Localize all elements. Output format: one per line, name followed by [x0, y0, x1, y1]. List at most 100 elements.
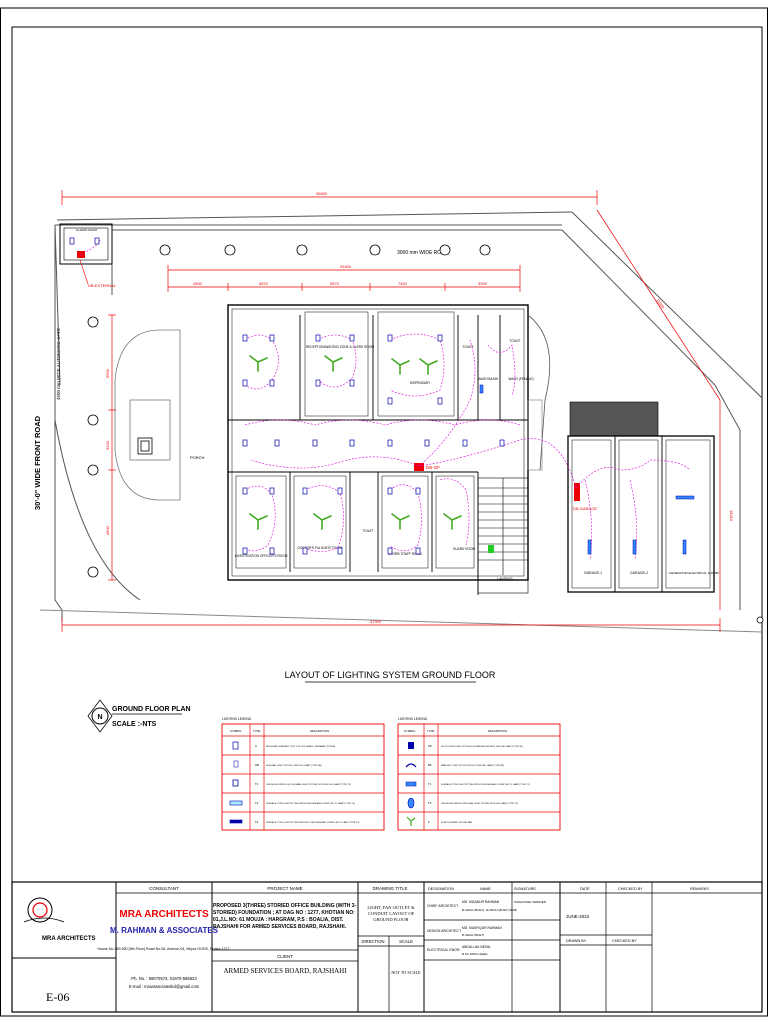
panel-light-icon — [232, 741, 239, 750]
plan-title: GROUND FLOOR PLAN — [112, 706, 191, 713]
legend-right-h-symbol: SYMBOL — [404, 729, 416, 733]
dim-seg-5: 3300 — [478, 281, 488, 286]
legend-right-h-desc: DESCRIPTION — [488, 729, 507, 733]
title-block — [11, 881, 763, 1013]
design-arch-name: MD. MUSFIQUR RAHMAN — [462, 926, 502, 930]
sheet-number: E-06 — [46, 990, 69, 1004]
dim-right-vertical: 18410 — [729, 510, 734, 522]
garage-canopy — [569, 401, 659, 437]
firm-name: MRA ARCHITECTS — [119, 909, 209, 920]
drawing-title: LIGHT, FAN OUTLET & CONDUIT LAYOUT OF GR… — [367, 905, 415, 922]
legend-left-h-type: TYPE — [253, 729, 260, 733]
plan-scale: SCALE :-NTS — [112, 721, 157, 728]
logo-text: MRA ARCHITECTS — [42, 936, 96, 942]
porch-drive — [114, 329, 181, 501]
legend-right-type-4: F — [428, 820, 430, 824]
gate-label: 4500 mm WIDE AUTOMATIC GATE — [56, 328, 61, 400]
legend-right-type-3: T5 — [428, 801, 432, 805]
legend-left-type-4: T4 — [255, 820, 259, 824]
legend-right: LIGHTING LEGEND SYMBOL TYPE DESCRIPTION … — [397, 717, 561, 831]
legend-right-desc-1: BRACKET LIGHT FITTING WITH 1X18W LED LAM… — [441, 764, 504, 767]
project-name: PROPOSED 3(THREE) STORIED OFFICE BUILDIN… — [213, 903, 357, 930]
chief-arch-name: MD. MIZANUR RAHMAN — [462, 900, 500, 904]
legend-right-type-1: BK — [428, 763, 432, 767]
scale-value: NOT TO SCALE — [391, 970, 421, 975]
light-fixtures — [69, 237, 505, 555]
bracket-light-icon — [405, 763, 417, 768]
porch-label: PORCH — [190, 455, 205, 460]
remarks-label: REMARKS — [690, 887, 709, 891]
outer-border — [0, 7, 768, 1017]
road-left-label: 30'-0" WIDE FRONT ROAD — [33, 415, 42, 510]
room-reception: RECEPTION/WAITING ZONE & CLERK ROOM — [306, 345, 374, 349]
room-store: STORE/ STAFF ROOM — [388, 552, 422, 556]
signature-label: SIGNATURE — [514, 887, 536, 891]
room-investigation: INVESTIGATION OFFICER'S ROOM — [235, 554, 288, 558]
north-label: N — [97, 714, 102, 721]
tube-light-icon — [229, 819, 243, 824]
firm-logo: MRA ARCHITECTS — [23, 897, 96, 942]
legend-left-title: LIGHTING LEGEND — [222, 717, 252, 721]
dim-seg-2: 6870 — [259, 281, 269, 286]
garage2-label: GARAGE-2 — [630, 571, 648, 575]
generator-label-text: GENERATOR ELECTRICAL & PUMP — [669, 571, 719, 575]
north-arrow: N — [87, 699, 113, 733]
dim-overall-bottom: 47900 — [370, 619, 382, 624]
legend-left-type-3: T3 — [255, 801, 259, 805]
scale-label: SCALE — [399, 939, 413, 944]
firm-sub: M. RAHMAN & ASSOCIATES — [110, 926, 219, 935]
staircase — [477, 477, 529, 594]
dim-seg-3: 5570 — [330, 281, 340, 286]
db-gf-box — [414, 463, 424, 471]
legend-left-type-1: HB — [255, 763, 259, 767]
conduit-wiring — [79, 239, 691, 561]
generator-label: GENERATOR ELECTRICAL & PUMP — [669, 571, 719, 575]
date-label: DATE — [580, 887, 590, 891]
grid-markers — [87, 244, 764, 624]
legend-left-desc-0: RECESSED SURFACE TYPE 1'X4' LED PANEL LU… — [266, 745, 336, 748]
landing-label: LANDING — [497, 577, 513, 581]
room-guard: GUARD ROOM — [453, 547, 476, 551]
legend-left-desc-1: HIGH BAY LIGHT FITTING 100W LED LAMP (TY… — [266, 764, 322, 767]
dim-overall-top: 36500 — [316, 191, 328, 196]
design-arch-label: DESIGN ARCHITECT — [427, 929, 462, 933]
legend-right-h-type: TYPE — [427, 729, 434, 733]
chief-arch-qual: B.ARCH (BUET), M.ARCH (BUET) MIAB — [462, 908, 517, 912]
chief-arch-label: CHIEF ARCHITECT — [427, 904, 459, 908]
legend-right-desc-0: SPOT DOWN LIGHT FITTING FOR BATHROOM WIT… — [441, 745, 523, 748]
guard-room-label: GUARD ROOM — [76, 228, 98, 232]
checked-by-label: CHECKED BY — [612, 939, 637, 943]
dim-left-1: 5500 — [105, 368, 110, 378]
client-label: CLIENT — [277, 954, 293, 959]
designation-label: DESIGNATION — [428, 887, 454, 891]
room-wash-basin: WASH BASIN — [478, 377, 499, 381]
fan-icon — [406, 816, 416, 826]
drawn-by-label: DRAWN BY — [566, 939, 587, 943]
legend-left-type-0: A — [255, 744, 257, 748]
legend-left-h-desc: DESCRIPTION — [310, 729, 329, 733]
garage1-label: GARAGE-1 — [584, 571, 602, 575]
date-value: JUNE-2022 — [566, 914, 590, 919]
legend-left-type-2: T2 — [255, 782, 259, 786]
room-doctor: DOCTOR'S P/A GUEST ROOM — [298, 546, 343, 550]
legend-right-type-0: SP — [428, 744, 432, 748]
firm-email: E-mail : mraassociatesbd@gmail.com — [129, 984, 200, 989]
checked-top-label: CHECKED BY — [618, 887, 643, 891]
road-top-label: 3000 mm WIDE ROAD — [397, 250, 449, 256]
db-garage-label: DB-GARAGE — [573, 506, 597, 511]
dimension-lines — [61, 190, 721, 632]
db-gf-label: DB-GF — [426, 465, 440, 470]
guard-room-box — [59, 223, 113, 265]
firm-phone: Ph. No. : 58070573, 01670-566623 — [131, 976, 197, 981]
db-external-label: DB-EXTERNAL — [88, 283, 117, 288]
tube-diffuser-icon — [229, 800, 243, 806]
square-light-icon — [232, 779, 239, 787]
consultant-label: CONSULTANT — [149, 886, 179, 891]
inner-border — [11, 26, 763, 1013]
elec-eng-label: ELECTRICAL ENGR. — [427, 948, 461, 952]
chief-arch-sign: SIGNATURE VERIFIED — [514, 900, 547, 904]
room-toilet-a: TOILET — [462, 345, 473, 349]
room-toilet-c: TOILET — [362, 529, 373, 533]
elec-eng-qual: B.SC ENGG (EEE) — [462, 952, 488, 956]
